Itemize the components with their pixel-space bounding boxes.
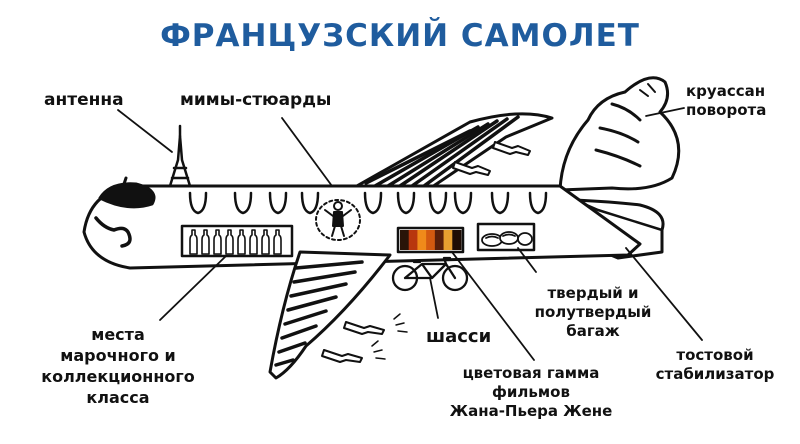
cheese-icon [476, 222, 536, 252]
champagne-bottle-icon [492, 141, 531, 156]
champagne-bottle-icon [343, 313, 408, 335]
wine-bottle-icon [189, 229, 282, 255]
label-luggage-line1: твердый и [547, 284, 639, 302]
label-films-line3: Жана-Пьера Жене [449, 402, 613, 420]
film-color-band [408, 230, 418, 250]
label-mime-stewards: мимы-стюарды [180, 90, 332, 110]
label-seats-line3: коллекционного [41, 367, 195, 386]
lower-wing [268, 250, 408, 380]
film-color-band [400, 230, 410, 250]
wine-seats [180, 224, 294, 258]
label-seats-line1: места [91, 325, 145, 344]
label-seats-line2: марочного и [60, 346, 176, 365]
film-strip [396, 226, 465, 254]
champagne-bottle-icon [321, 340, 386, 363]
label-croissant-line2: поворота [686, 101, 767, 119]
label-films-line1: цветовая гамма [462, 364, 600, 382]
film-color-band [443, 230, 453, 250]
label-seats-line4: класса [86, 388, 150, 407]
label-antenna: антенна [44, 90, 124, 110]
eiffel-tower-icon [168, 124, 192, 188]
label-stabilizer-line2: стабилизатор [655, 365, 775, 383]
label-films-line2: фильмов [492, 383, 570, 401]
mime-icon [315, 199, 361, 241]
label-wine-seats: места марочного и коллекционного класса [28, 324, 208, 408]
label-luggage-line3: багаж [566, 322, 620, 340]
label-landing-gear: шасси [426, 326, 492, 347]
champagne-bottle-icon [452, 161, 491, 176]
leader-lines [117, 107, 703, 361]
film-color-band [434, 230, 445, 250]
film-color-band [426, 230, 436, 250]
croissant-icon [558, 76, 681, 192]
label-croissant: круассан поворота [686, 82, 766, 120]
film-color-band [417, 230, 427, 250]
upper-wing [353, 112, 554, 189]
label-stabilizer-line1: тостовой [676, 346, 754, 364]
label-luggage: твердый и полутвердый багаж [528, 284, 658, 341]
mustache-icon [94, 216, 132, 248]
label-luggage-line2: полутвердый [534, 303, 652, 321]
label-toast-stabilizer: тостовой стабилизатор [650, 346, 780, 384]
beret-icon [98, 176, 156, 209]
diagram-title: ФРАНЦУЗСКИЙ САМОЛЕТ [160, 18, 640, 54]
film-color-band [452, 230, 462, 250]
label-croissant-line1: круассан [686, 82, 766, 100]
bicycle-icon [391, 256, 469, 292]
label-film-colors: цветовая гамма фильмов Жана-Пьера Жене [436, 364, 626, 421]
